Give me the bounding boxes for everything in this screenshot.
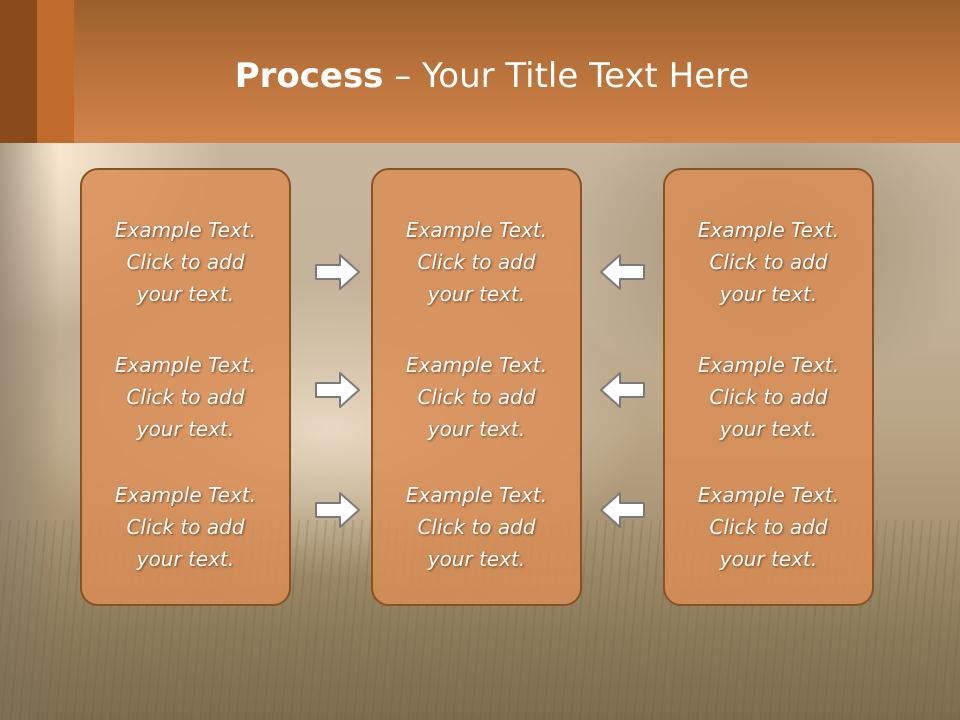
text-line: your text. — [427, 547, 526, 571]
process-box-right[interactable]: Example Text. Click to add your text. Ex… — [663, 168, 874, 606]
text-line: Example Text. — [114, 483, 257, 507]
text-line: Example Text. — [697, 483, 840, 507]
text-block[interactable]: Example Text. Click to add your text. — [82, 479, 289, 575]
text-line: Click to add — [417, 385, 536, 409]
process-box-center[interactable]: Example Text. Click to add your text. Ex… — [371, 168, 582, 606]
right-arrow-icon — [315, 372, 360, 408]
text-line: your text. — [719, 547, 818, 571]
decor-strip-dark — [0, 0, 37, 143]
text-line: Example Text. — [405, 218, 548, 242]
left-arrow-icon — [600, 492, 645, 528]
text-block[interactable]: Example Text. Click to add your text. — [373, 479, 580, 575]
text-line: Example Text. — [114, 353, 257, 377]
text-line: your text. — [136, 282, 235, 306]
text-line: Click to add — [126, 250, 245, 274]
text-line: Example Text. — [697, 218, 840, 242]
text-line: Example Text. — [405, 353, 548, 377]
text-block[interactable]: Example Text. Click to add your text. — [82, 214, 289, 310]
text-line: Example Text. — [697, 353, 840, 377]
process-box-left[interactable]: Example Text. Click to add your text. Ex… — [80, 168, 291, 606]
title-bar: Process – Your Title Text Here — [0, 0, 960, 143]
text-line: Example Text. — [114, 218, 257, 242]
text-block[interactable]: Example Text. Click to add your text. — [665, 479, 872, 575]
decor-strip-light — [37, 0, 74, 143]
slide-title[interactable]: Process – Your Title Text Here — [0, 56, 960, 96]
text-line: your text. — [136, 417, 235, 441]
right-arrow-icon — [315, 254, 360, 290]
text-line: Click to add — [417, 250, 536, 274]
text-line: Click to add — [709, 250, 828, 274]
text-line: Click to add — [709, 515, 828, 539]
text-line: Click to add — [417, 515, 536, 539]
text-line: your text. — [719, 417, 818, 441]
text-block[interactable]: Example Text. Click to add your text. — [82, 349, 289, 445]
text-line: Click to add — [126, 515, 245, 539]
left-arrow-icon — [600, 254, 645, 290]
text-block[interactable]: Example Text. Click to add your text. — [665, 349, 872, 445]
text-line: Example Text. — [405, 483, 548, 507]
text-line: your text. — [427, 417, 526, 441]
title-rest: – Your Title Text Here — [383, 56, 750, 96]
text-block[interactable]: Example Text. Click to add your text. — [665, 214, 872, 310]
text-line: Click to add — [126, 385, 245, 409]
text-line: your text. — [719, 282, 818, 306]
text-line: your text. — [427, 282, 526, 306]
text-block[interactable]: Example Text. Click to add your text. — [373, 349, 580, 445]
title-bold: Process — [234, 56, 384, 96]
left-arrow-icon — [600, 372, 645, 408]
text-block[interactable]: Example Text. Click to add your text. — [373, 214, 580, 310]
text-line: Click to add — [709, 385, 828, 409]
right-arrow-icon — [315, 492, 360, 528]
text-line: your text. — [136, 547, 235, 571]
